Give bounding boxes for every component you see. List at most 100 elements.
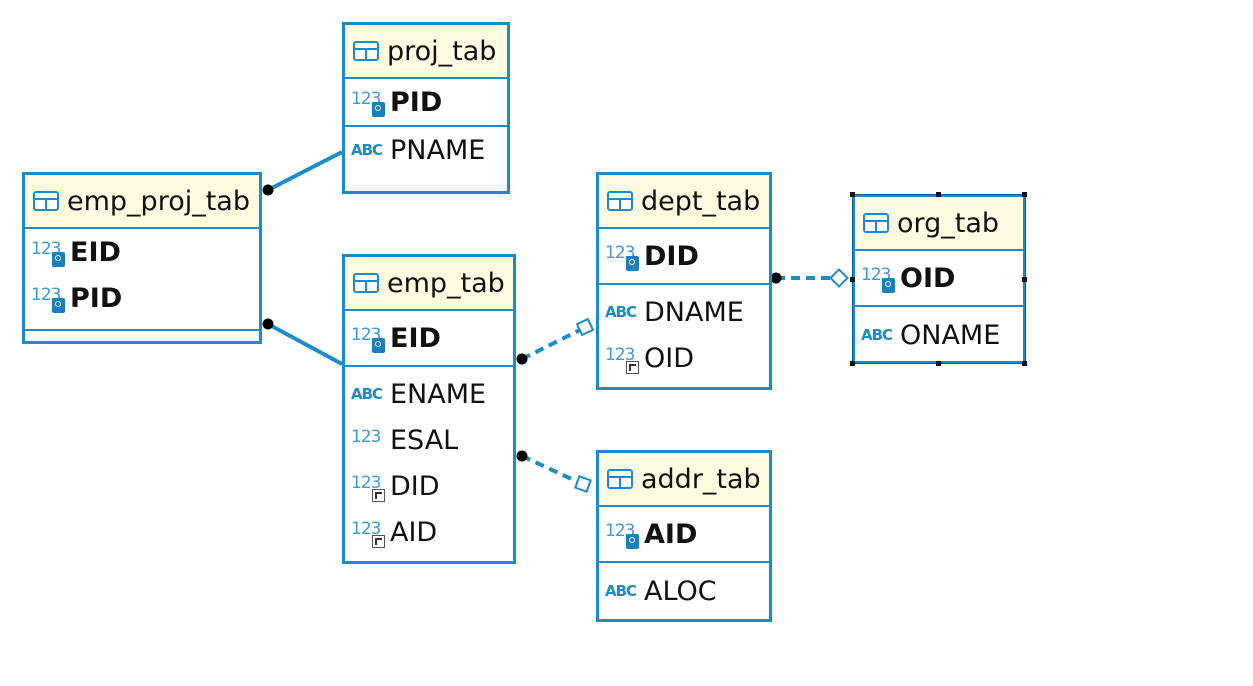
column-row[interactable]: ABC ONAME [855, 307, 1023, 363]
entity-title: emp_proj_tab [67, 185, 250, 217]
entity-addr-tab[interactable]: addr_tab 123 AID ABC ALOC [596, 450, 772, 622]
column-row[interactable]: 123 PID [345, 79, 507, 125]
column-name: ESAL [390, 424, 459, 456]
column-name: ALOC [644, 575, 717, 607]
column-row[interactable]: 123 PID [25, 275, 259, 321]
column-name: PID [390, 86, 443, 118]
link-end-dot [262, 184, 274, 196]
entity-title: dept_tab [641, 185, 761, 217]
resize-handle-s[interactable] [936, 361, 941, 366]
table-icon [607, 469, 633, 489]
text-column-icon: ABC [351, 385, 383, 403]
column-name: DID [644, 240, 699, 272]
entity-title: addr_tab [641, 463, 761, 495]
column-name: OID [900, 262, 956, 294]
column-row[interactable]: 123 OID [855, 251, 1023, 305]
entity-header[interactable]: proj_tab [345, 25, 507, 79]
link-emp-proj-to-emp [267, 322, 343, 366]
column-row[interactable]: 123 AID [345, 509, 513, 555]
resize-handle-ne[interactable] [1022, 192, 1027, 197]
pk-section: 123 DID [599, 229, 769, 285]
pk-section: 123 OID [855, 251, 1023, 307]
text-column-icon: ABC [605, 303, 637, 321]
pk-section: 123 EID 123 PID [25, 229, 259, 331]
link-emp-to-dept [521, 328, 581, 361]
resize-handle-e[interactable] [1022, 277, 1027, 282]
column-name: AID [644, 518, 698, 550]
column-name: ENAME [390, 378, 487, 410]
column-name: DID [390, 470, 440, 502]
entity-header[interactable]: emp_tab [345, 257, 513, 311]
entity-title: org_tab [897, 207, 1000, 239]
link-end-dot [262, 318, 274, 330]
column-row[interactable]: ABC PNAME [345, 127, 507, 173]
column-row[interactable]: ABC ALOC [599, 563, 769, 619]
column-name: EID [70, 236, 121, 268]
pk-section: 123 PID [345, 79, 507, 127]
link-end-diamond [829, 268, 849, 288]
numeric-column-icon: 123 [351, 427, 381, 447]
entity-emp-proj-tab[interactable]: emp_proj_tab 123 EID 123 PID [22, 172, 262, 344]
numeric-key-icon: 123 [605, 243, 639, 271]
link-end-dot [770, 272, 782, 284]
table-icon [863, 213, 889, 233]
link-end-dot [516, 450, 528, 462]
numeric-key-icon: 123 [31, 285, 65, 313]
entity-header[interactable]: emp_proj_tab [25, 175, 259, 229]
table-icon [353, 41, 379, 61]
numeric-key-icon: 123 [31, 239, 65, 267]
numeric-key-icon: 123 [351, 325, 385, 353]
pk-section: 123 EID [345, 311, 513, 367]
column-row[interactable]: ABC ENAME [345, 371, 513, 417]
numeric-foreign-key-icon: 123 [605, 345, 639, 374]
column-row[interactable]: 123 DID [345, 463, 513, 509]
entity-title: proj_tab [387, 35, 497, 67]
text-column-icon: ABC [861, 326, 893, 344]
columns-section: ABC ENAME 123 ESAL 123 DID 123 AID [345, 367, 513, 555]
column-name: OID [644, 342, 695, 374]
entity-title: emp_tab [387, 267, 505, 299]
entity-dept-tab[interactable]: dept_tab 123 DID ABC DNAME 123 OID [596, 172, 772, 390]
column-row[interactable]: 123 ESAL [345, 417, 513, 463]
numeric-foreign-key-icon: 123 [351, 473, 385, 502]
resize-handle-w[interactable] [850, 277, 855, 282]
link-end-diamond [574, 475, 592, 493]
column-name: PID [70, 282, 123, 314]
column-name: PNAME [390, 134, 486, 166]
numeric-key-icon: 123 [605, 521, 639, 549]
resize-handle-se[interactable] [1022, 361, 1027, 366]
column-row[interactable]: 123 EID [345, 311, 513, 365]
link-emp-to-addr [521, 454, 579, 484]
column-row[interactable]: ABC DNAME [599, 289, 769, 335]
column-name: EID [390, 322, 441, 354]
columns-section: ABC ALOC [599, 563, 769, 619]
table-icon [607, 191, 633, 211]
column-row[interactable]: 123 AID [599, 507, 769, 561]
text-column-icon: ABC [605, 582, 637, 600]
numeric-key-icon: 123 [351, 89, 385, 117]
resize-handle-sw[interactable] [850, 361, 855, 366]
entity-emp-tab[interactable]: emp_tab 123 EID ABC ENAME 123 ESAL 123 D… [342, 254, 516, 564]
column-row[interactable]: 123 DID [599, 229, 769, 283]
column-row[interactable]: 123 OID [599, 335, 769, 381]
numeric-foreign-key-icon: 123 [351, 519, 385, 548]
numeric-key-icon: 123 [861, 265, 895, 293]
link-end-diamond [575, 317, 595, 337]
resize-handle-nw[interactable] [850, 192, 855, 197]
column-name: ONAME [900, 319, 1001, 351]
table-icon [353, 273, 379, 293]
columns-section: ABC DNAME 123 OID [599, 285, 769, 381]
text-column-icon: ABC [351, 141, 383, 159]
columns-section: ABC ONAME [855, 307, 1023, 363]
entity-header[interactable]: addr_tab [599, 453, 769, 507]
column-row[interactable]: 123 EID [25, 229, 259, 275]
table-icon [33, 191, 59, 211]
entity-proj-tab[interactable]: proj_tab 123 PID ABC PNAME [342, 22, 510, 194]
resize-handle-n[interactable] [936, 192, 941, 197]
entity-header[interactable]: dept_tab [599, 175, 769, 229]
columns-section: ABC PNAME [345, 127, 507, 173]
entity-org-tab[interactable]: org_tab 123 OID ABC ONAME [852, 194, 1026, 364]
link-emp-proj-to-proj [267, 150, 343, 192]
entity-header[interactable]: org_tab [855, 197, 1023, 251]
